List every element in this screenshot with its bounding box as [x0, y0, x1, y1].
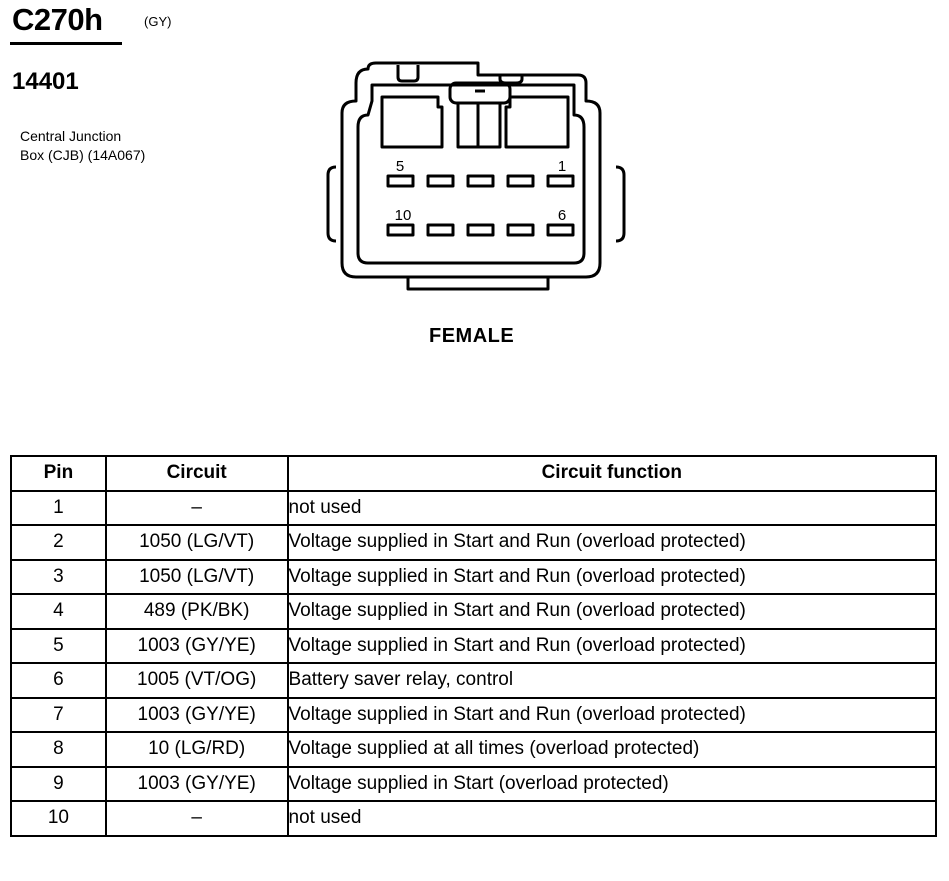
- connector-gender-label: FEMALE: [429, 325, 515, 347]
- pinout-table: Pin Circuit Circuit function 1 – not use…: [10, 455, 938, 837]
- table-row: 9 1003 (GY/YE) Voltage supplied in Start…: [10, 765, 938, 802]
- latch-pocket: [396, 65, 420, 83]
- pin-cavity-row-top: [386, 174, 575, 188]
- cell-function: Battery saver relay, control: [286, 662, 938, 699]
- cell-circuit: 1005 (VT/OG): [104, 662, 289, 699]
- cell-circuit: 1003 (GY/YE): [104, 696, 289, 733]
- cell-circuit: 1003 (GY/YE): [104, 765, 289, 802]
- pin-cavity-5: [386, 174, 415, 188]
- cell-function: Voltage supplied in Start and Run (overl…: [286, 627, 938, 664]
- pin-cavity-2: [506, 174, 535, 188]
- pin-label-10: 10: [395, 207, 412, 224]
- cell-function: Voltage supplied in Start and Run (overl…: [286, 696, 938, 733]
- pin-label-5: 5: [396, 158, 404, 175]
- cell-function: Voltage supplied in Start (overload prot…: [286, 765, 938, 802]
- cell-circuit: –: [104, 800, 289, 837]
- cell-function: Voltage supplied in Start and Run (overl…: [286, 524, 938, 561]
- cell-circuit: 1050 (LG/VT): [104, 558, 289, 595]
- cell-pin: 5: [10, 627, 107, 664]
- table-row: 3 1050 (LG/VT) Voltage supplied in Start…: [10, 558, 938, 595]
- table-row: 1 – not used: [10, 489, 938, 526]
- table-row: 5 1003 (GY/YE) Voltage supplied in Start…: [10, 627, 938, 664]
- pin-cavity-7: [506, 223, 535, 237]
- part-number: 14401: [12, 68, 79, 95]
- connector-housing-outer: [340, 61, 602, 279]
- table-row: 6 1005 (VT/OG) Battery saver relay, cont…: [10, 662, 938, 699]
- cell-function: Voltage supplied at all times (overload …: [286, 731, 938, 768]
- connector-housing-inner: [356, 83, 586, 265]
- latch-frame: [380, 95, 444, 149]
- pinout-table-body: 1 – not used 2 1050 (LG/VT) Voltage supp…: [10, 489, 938, 837]
- cell-circuit: 1003 (GY/YE): [104, 627, 289, 664]
- connector-face-diagram: 5 1 10 6: [326, 61, 626, 291]
- table-row: 8 10 (LG/RD) Voltage supplied at all tim…: [10, 731, 938, 768]
- pin-cavity-row-bottom: [386, 223, 575, 237]
- pin-cavity-9: [426, 223, 455, 237]
- cell-function: not used: [286, 489, 938, 526]
- cell-pin: 10: [10, 800, 107, 837]
- table-row: 4 489 (PK/BK) Voltage supplied in Start …: [10, 593, 938, 630]
- pin-cavity-6: [546, 223, 575, 237]
- connector-id-underline: [10, 42, 122, 45]
- cell-circuit: –: [104, 489, 289, 526]
- description-line: Central Junction: [20, 128, 122, 144]
- column-header-circuit: Circuit: [104, 455, 289, 492]
- cell-pin: 6: [10, 662, 107, 699]
- cell-circuit: 10 (LG/RD): [104, 731, 289, 768]
- table-row: 7 1003 (GY/YE) Voltage supplied in Start…: [10, 696, 938, 733]
- cell-function: Voltage supplied in Start and Run (overl…: [286, 593, 938, 630]
- table-header-row: Pin Circuit Circuit function: [10, 455, 938, 492]
- pin-cavity-10: [386, 223, 415, 237]
- connector-bottom-key: [406, 277, 550, 291]
- cell-pin: 2: [10, 524, 107, 561]
- pin-cavity-3: [466, 174, 495, 188]
- side-rail-left: [326, 165, 337, 243]
- side-rail-right: [615, 165, 626, 243]
- cell-function: Voltage supplied in Start and Run (overl…: [286, 558, 938, 595]
- cell-pin: 1: [10, 489, 107, 526]
- pin-label-1: 1: [558, 158, 566, 175]
- column-header-pin: Pin: [10, 455, 107, 492]
- cell-pin: 3: [10, 558, 107, 595]
- pin-cavity-4: [426, 174, 455, 188]
- cell-circuit: 489 (PK/BK): [104, 593, 289, 630]
- pin-cavity-1: [546, 174, 575, 188]
- cell-pin: 9: [10, 765, 107, 802]
- table-row: 10 – not used: [10, 800, 938, 837]
- column-header-function: Circuit function: [286, 455, 938, 492]
- latch-frame: [504, 95, 570, 149]
- description-line: Box (CJB) (14A067): [20, 147, 146, 163]
- pin-label-6: 6: [558, 207, 566, 224]
- table-row: 2 1050 (LG/VT) Voltage supplied in Start…: [10, 524, 938, 561]
- component-description: Central Junction Box (CJB) (14A067): [20, 127, 145, 165]
- pin-cavity-8: [466, 223, 495, 237]
- center-latch: [448, 81, 512, 105]
- cell-function: not used: [286, 800, 938, 837]
- connector-color-code: (GY): [144, 14, 172, 29]
- cell-pin: 8: [10, 731, 107, 768]
- cell-pin: 4: [10, 593, 107, 630]
- cell-pin: 7: [10, 696, 107, 733]
- cell-circuit: 1050 (LG/VT): [104, 524, 289, 561]
- connector-id: C270h: [12, 2, 103, 37]
- latch-pocket: [498, 75, 524, 85]
